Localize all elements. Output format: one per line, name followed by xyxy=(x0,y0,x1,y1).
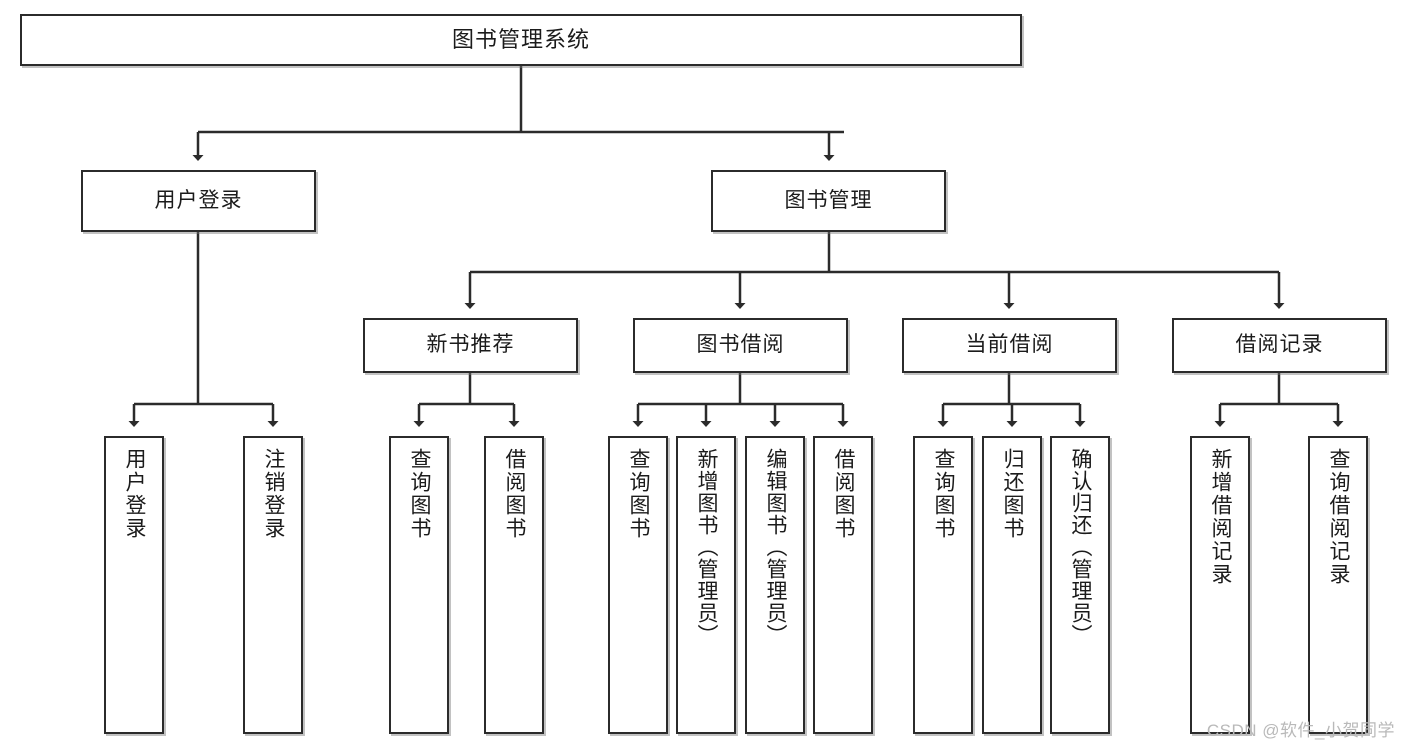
node-leaf-add-record-label: 新增借阅记录 xyxy=(1209,448,1233,586)
node-leaf-edit-book-label: 编辑图书（管理员） xyxy=(764,448,788,646)
node-leaf-borrow-book-1-label: 借阅图书 xyxy=(503,448,527,540)
node-leaf-edit-book[interactable]: 编辑图书（管理员） xyxy=(745,436,805,734)
node-leaf-logout[interactable]: 注销登录 xyxy=(243,436,303,734)
node-leaf-query-book-2-label: 查询图书 xyxy=(627,448,651,540)
node-book-manage-label: 图书管理 xyxy=(784,188,873,212)
node-leaf-borrow-book-2[interactable]: 借阅图书 xyxy=(813,436,873,734)
node-leaf-add-book[interactable]: 新增图书（管理员） xyxy=(676,436,736,734)
node-leaf-add-book-label: 新增图书（管理员） xyxy=(695,448,719,646)
node-leaf-return-book-label: 归还图书 xyxy=(1001,448,1025,540)
node-leaf-logout-label: 注销登录 xyxy=(262,448,286,540)
node-root[interactable]: 图书管理系统 xyxy=(20,14,1022,66)
node-book-borrow[interactable]: 图书借阅 xyxy=(633,318,848,373)
node-new-book-recommend[interactable]: 新书推荐 xyxy=(363,318,578,373)
node-leaf-borrow-book-1[interactable]: 借阅图书 xyxy=(484,436,544,734)
node-leaf-query-book-1[interactable]: 查询图书 xyxy=(389,436,449,734)
watermark: CSDN @软件_小贺同学 xyxy=(1206,721,1395,740)
node-leaf-query-book-2[interactable]: 查询图书 xyxy=(608,436,668,734)
node-user-login-label: 用户登录 xyxy=(154,188,243,212)
node-leaf-borrow-book-2-label: 借阅图书 xyxy=(832,448,856,540)
node-leaf-confirm-return[interactable]: 确认归还（管理员） xyxy=(1050,436,1110,734)
node-user-login[interactable]: 用户登录 xyxy=(81,170,316,232)
node-leaf-query-record[interactable]: 查询借阅记录 xyxy=(1308,436,1368,734)
node-root-label: 图书管理系统 xyxy=(451,27,590,53)
node-current-borrow[interactable]: 当前借阅 xyxy=(902,318,1117,373)
node-leaf-return-book[interactable]: 归还图书 xyxy=(982,436,1042,734)
node-leaf-user-login[interactable]: 用户登录 xyxy=(104,436,164,734)
node-leaf-query-record-label: 查询借阅记录 xyxy=(1327,448,1351,586)
node-book-manage[interactable]: 图书管理 xyxy=(711,170,946,232)
node-borrow-record-label: 借阅记录 xyxy=(1235,333,1324,357)
node-new-book-recommend-label: 新书推荐 xyxy=(426,333,515,357)
node-current-borrow-label: 当前借阅 xyxy=(965,333,1054,357)
node-leaf-query-book-1-label: 查询图书 xyxy=(408,448,432,540)
node-leaf-query-book-3[interactable]: 查询图书 xyxy=(913,436,973,734)
node-book-borrow-label: 图书借阅 xyxy=(696,333,785,357)
node-leaf-confirm-return-label: 确认归还（管理员） xyxy=(1069,448,1093,646)
node-leaf-add-record[interactable]: 新增借阅记录 xyxy=(1190,436,1250,734)
node-borrow-record[interactable]: 借阅记录 xyxy=(1172,318,1387,373)
node-leaf-query-book-3-label: 查询图书 xyxy=(932,448,956,540)
node-leaf-user-login-label: 用户登录 xyxy=(123,448,147,540)
